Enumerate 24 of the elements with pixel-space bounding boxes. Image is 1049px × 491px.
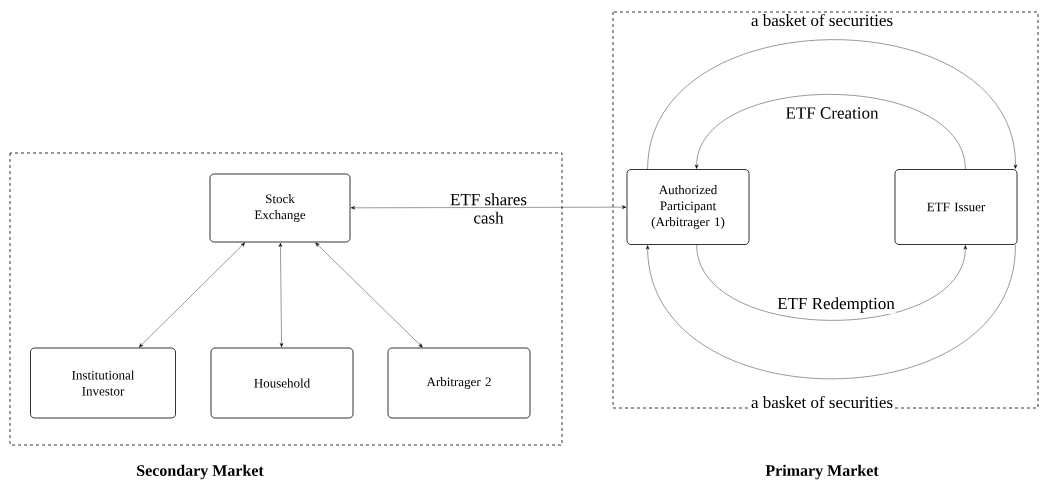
edge-label: ETF Creation — [784, 106, 880, 120]
participant-box: Household — [210, 347, 354, 419]
participant-box: Institutional Investor — [30, 347, 176, 419]
participant-box: Stock Exchange — [209, 173, 351, 243]
participant-box: Authorized Participant (Arbitrager 1) — [626, 169, 750, 245]
participant-box: Arbitrager 2 — [387, 347, 531, 419]
arrow — [315, 242, 423, 348]
arrow — [350, 205, 627, 210]
participant-box: ETF Issuer — [894, 169, 1018, 245]
arrow — [278, 242, 284, 348]
curved-arrow — [645, 244, 1016, 380]
dashed-region — [9, 152, 563, 446]
edge-label: ETF shares — [449, 192, 528, 207]
region-title: Secondary Market — [137, 464, 264, 480]
edge-label: ETF Redemption — [776, 296, 896, 314]
dashed-region — [612, 11, 1039, 409]
edge-label: a basket of securities — [749, 394, 895, 410]
curved-arrow — [647, 39, 1018, 170]
arrow — [138, 242, 246, 348]
curved-arrow — [696, 244, 968, 321]
curved-arrow — [694, 94, 966, 170]
region-title: Primary Market — [765, 464, 879, 480]
edge-label: a basket of securities — [749, 12, 895, 28]
flow-text: cash — [472, 210, 505, 225]
